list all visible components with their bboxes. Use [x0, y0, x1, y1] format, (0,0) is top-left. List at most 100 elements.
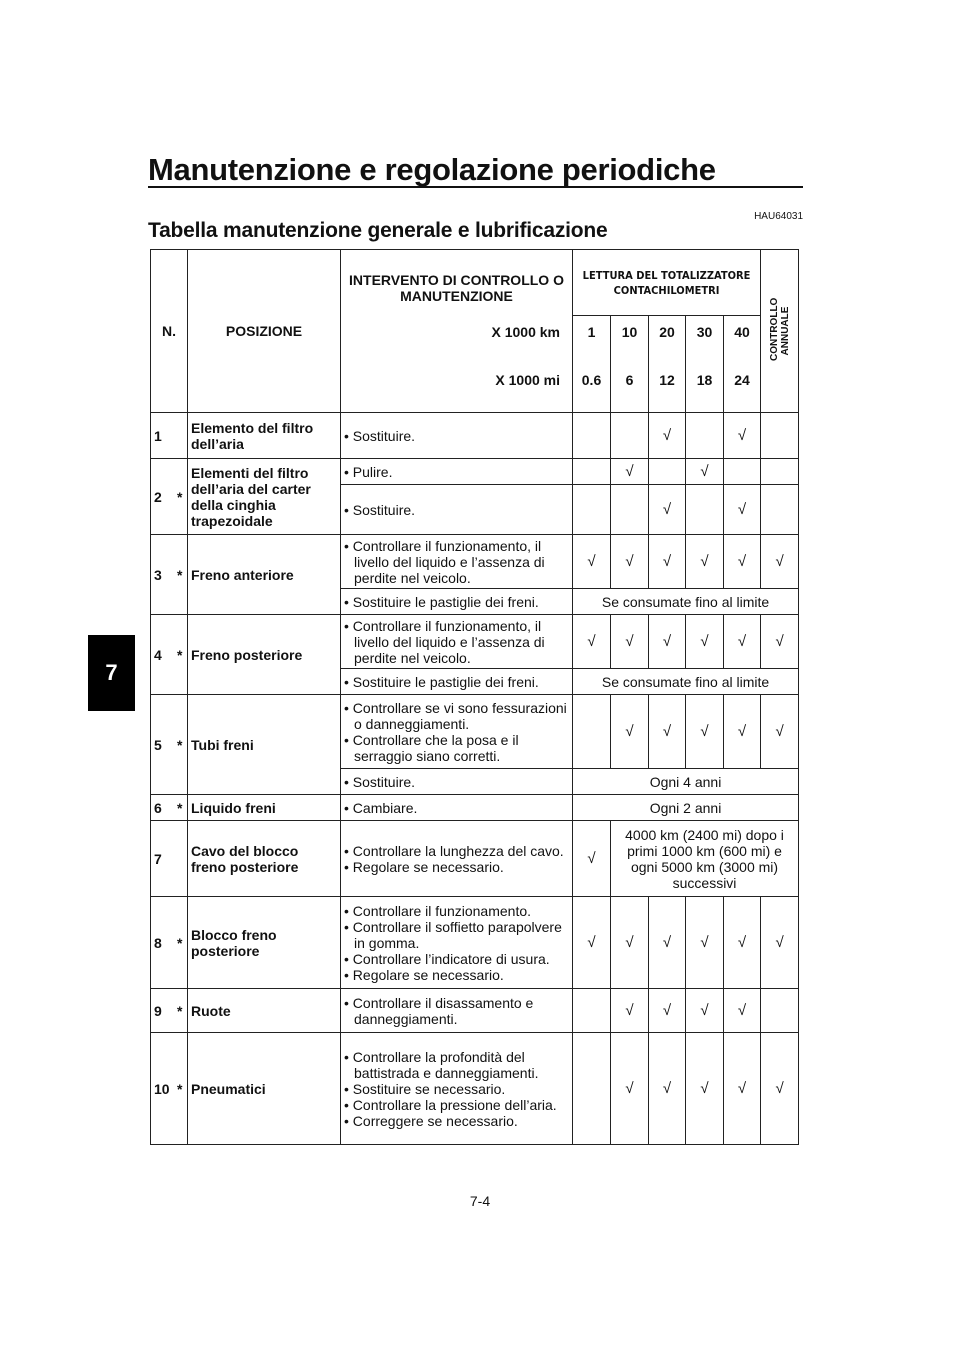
header-annual-label: CONTROLLO ANNUALE [768, 297, 791, 361]
row-number: 8 [150, 896, 173, 989]
maintenance-table: N. POSIZIONE INTERVENTO DI CONTROLLO O M… [150, 249, 800, 1145]
row-position: Pneumatici [187, 1032, 341, 1145]
title-rule [148, 186, 803, 188]
row-actions: Sostituire le pastiglie dei freni. [340, 668, 573, 695]
interval-note: Ogni 2 anni [571, 794, 800, 821]
row-position: Freno anteriore [187, 534, 341, 615]
empty-cell [572, 412, 611, 459]
row-star: * [172, 694, 188, 795]
header-mi-value: 6 [610, 348, 649, 413]
check-mark: √ [685, 988, 724, 1033]
row-actions: Controllare il disassamento e danneggiam… [340, 988, 573, 1033]
row-number: 1 [150, 412, 173, 459]
action-item: Controllare la pressione dell’aria. [344, 1097, 569, 1113]
row-position: Cavo del blocco freno posteriore [187, 820, 341, 897]
action-item: Sostituire le pastiglie dei freni. [344, 594, 569, 610]
row-actions: Pulire. [340, 458, 573, 485]
row-actions: Controllare il funzionamento, il livello… [340, 534, 573, 589]
empty-cell [760, 458, 800, 485]
row-actions: Controllare se vi sono fessurazioni o da… [340, 694, 573, 769]
check-mark: √ [648, 614, 686, 669]
action-item: Pulire. [344, 464, 569, 480]
table-row: 9*RuoteControllare il disassamento e dan… [150, 988, 800, 1033]
row-number: 9 [150, 988, 173, 1033]
page-number: 7-4 [469, 1193, 491, 1209]
action-item: Sostituire le pastiglie dei freni. [344, 674, 569, 690]
row-position: Tubi freni [187, 694, 341, 795]
header-mi-row: X 1000 mi 0.6 6 12 18 24 [151, 348, 799, 413]
row-number: 10 [150, 1032, 173, 1145]
table-row: 10*PneumaticiControllare la profondità d… [150, 1032, 800, 1145]
action-item: Regolare se necessario. [344, 859, 569, 875]
check-mark: √ [648, 534, 686, 589]
check-mark: √ [760, 896, 800, 989]
row-actions: Cambiare. [340, 794, 573, 821]
empty-cell [685, 484, 724, 535]
check-mark: √ [648, 896, 686, 989]
check-mark: √ [610, 896, 649, 989]
check-mark: √ [648, 412, 686, 459]
row-star: * [172, 614, 188, 695]
row-number: 4 [150, 614, 173, 695]
check-mark: √ [722, 614, 762, 669]
header-mi-value: 12 [648, 348, 686, 413]
check-mark: √ [685, 534, 724, 589]
row-actions: Controllare la profondità del battistrad… [340, 1032, 573, 1145]
check-mark: √ [760, 534, 800, 589]
check-mark: √ [685, 1032, 724, 1145]
header-mi-value: 18 [685, 348, 724, 413]
table-row: 4*Freno posterioreControllare il funzion… [150, 614, 800, 695]
action-item: Controllare il disassamento e danneggiam… [344, 995, 569, 1027]
row-star [172, 820, 188, 897]
row-number: 3 [150, 534, 173, 615]
empty-cell [572, 458, 611, 485]
section-code: HAU64031 [754, 211, 803, 222]
action-item: Correggere se necessario. [344, 1113, 569, 1129]
check-mark: √ [610, 694, 649, 769]
row-actions: Sostituire. [340, 412, 573, 459]
section-title: Tabella manutenzione generale e lubrific… [148, 219, 608, 242]
check-mark: √ [648, 988, 686, 1033]
table-row: 5*Tubi freniControllare se vi sono fessu… [150, 694, 800, 795]
header-intervention: INTERVENTO DI CONTROLLO O MANUTENZIONE [340, 249, 573, 316]
row-position: Elemento del filtro dell’aria [187, 412, 341, 459]
row-number: 7 [150, 820, 173, 897]
empty-cell [760, 412, 800, 459]
action-item: Sostituire. [344, 428, 569, 444]
check-mark: √ [722, 1032, 762, 1145]
row-number: 5 [150, 694, 173, 795]
interval-note: Ogni 4 anni [571, 768, 800, 795]
row-actions: Controllare la lunghezza del cavo.Regola… [340, 820, 573, 897]
check-mark: √ [760, 614, 800, 669]
row-star: * [172, 458, 188, 535]
interval-note: Se consumate fino al limite [571, 668, 800, 695]
empty-cell [610, 484, 649, 535]
check-mark: √ [572, 534, 611, 589]
empty-cell [685, 412, 724, 459]
check-mark: √ [722, 694, 762, 769]
action-item: Controllare che la posa e il serraggio s… [344, 732, 569, 764]
header-odometer: LETTURA DEL TOTALIZZATORE CONTACHILOMETR… [571, 249, 762, 316]
chapter-tab: 7 [88, 635, 135, 711]
row-position: Liquido freni [187, 794, 341, 821]
empty-cell [572, 1032, 611, 1145]
action-item: Controllare se vi sono fessurazioni o da… [344, 700, 569, 732]
header-km-row: X 1000 km 1 10 20 30 40 [151, 315, 799, 349]
header-km-value: 1 [572, 315, 611, 349]
check-mark: √ [685, 694, 724, 769]
row-position: Freno posteriore [187, 614, 341, 695]
header-annual: CONTROLLO ANNUALE [760, 249, 800, 413]
check-mark: √ [572, 614, 611, 669]
check-mark: √ [685, 614, 724, 669]
action-item: Controllare la profondità del battistrad… [344, 1049, 569, 1081]
header-km-value: 10 [610, 315, 649, 349]
interval-note: 4000 km (2400 mi) dopo i primi 1000 km (… [609, 820, 800, 897]
check-mark: √ [722, 484, 762, 535]
table-row: 2*Elementi del filtro dell’aria del cart… [150, 458, 800, 535]
action-item: Controllare il soffietto parapolvere in … [344, 919, 569, 951]
table-row: Sostituire le pastiglie dei freni.Se con… [151, 668, 800, 695]
empty-cell [572, 694, 611, 769]
header-km-value: 20 [648, 315, 686, 349]
